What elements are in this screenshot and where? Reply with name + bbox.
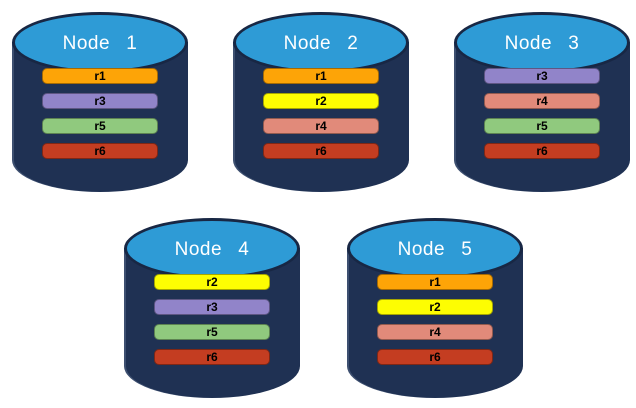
replica-list: r3 r4 r5 r6 bbox=[454, 68, 630, 159]
replica-list: r1 r2 r4 r6 bbox=[347, 274, 523, 365]
replica-bar: r1 bbox=[263, 68, 379, 84]
db-node-5: Node 5 r1 r2 r4 r6 bbox=[347, 216, 523, 398]
replica-bar: r4 bbox=[263, 118, 379, 134]
db-node-1: Node 1 r1 r3 r5 r6 bbox=[12, 10, 188, 192]
replica-bar: r6 bbox=[263, 143, 379, 159]
replica-bar: r6 bbox=[377, 349, 493, 365]
replica-bar: r5 bbox=[154, 324, 270, 340]
node-title: Node 4 bbox=[174, 238, 250, 260]
node-title: Node 5 bbox=[397, 238, 473, 260]
replica-list: r1 r2 r4 r6 bbox=[233, 68, 409, 159]
node-title: Node 3 bbox=[504, 32, 580, 54]
replica-bar: r2 bbox=[263, 93, 379, 109]
replica-bar: r3 bbox=[484, 68, 600, 84]
cylinder-top: Node 1 bbox=[12, 12, 188, 73]
db-node-4: Node 4 r2 r3 r5 r6 bbox=[124, 216, 300, 398]
replica-bar: r2 bbox=[377, 299, 493, 315]
replica-bar: r4 bbox=[377, 324, 493, 340]
cylinder-top: Node 3 bbox=[454, 12, 630, 73]
replica-bar: r2 bbox=[154, 274, 270, 290]
replica-bar: r1 bbox=[42, 68, 158, 84]
replica-bar: r5 bbox=[484, 118, 600, 134]
cylinder-top: Node 4 bbox=[124, 218, 300, 279]
node-title: Node 1 bbox=[62, 32, 138, 54]
replica-bar: r3 bbox=[42, 93, 158, 109]
cylinder-top: Node 2 bbox=[233, 12, 409, 73]
db-node-2: Node 2 r1 r2 r4 r6 bbox=[233, 10, 409, 192]
replica-bar: r6 bbox=[154, 349, 270, 365]
replica-list: r1 r3 r5 r6 bbox=[12, 68, 188, 159]
node-title: Node 2 bbox=[283, 32, 359, 54]
replica-list: r2 r3 r5 r6 bbox=[124, 274, 300, 365]
replica-bar: r6 bbox=[42, 143, 158, 159]
replica-bar: r5 bbox=[42, 118, 158, 134]
cylinder-top: Node 5 bbox=[347, 218, 523, 279]
replica-bar: r4 bbox=[484, 93, 600, 109]
replica-bar: r3 bbox=[154, 299, 270, 315]
replica-bar: r6 bbox=[484, 143, 600, 159]
db-node-3: Node 3 r3 r4 r5 r6 bbox=[454, 10, 630, 192]
replica-bar: r1 bbox=[377, 274, 493, 290]
